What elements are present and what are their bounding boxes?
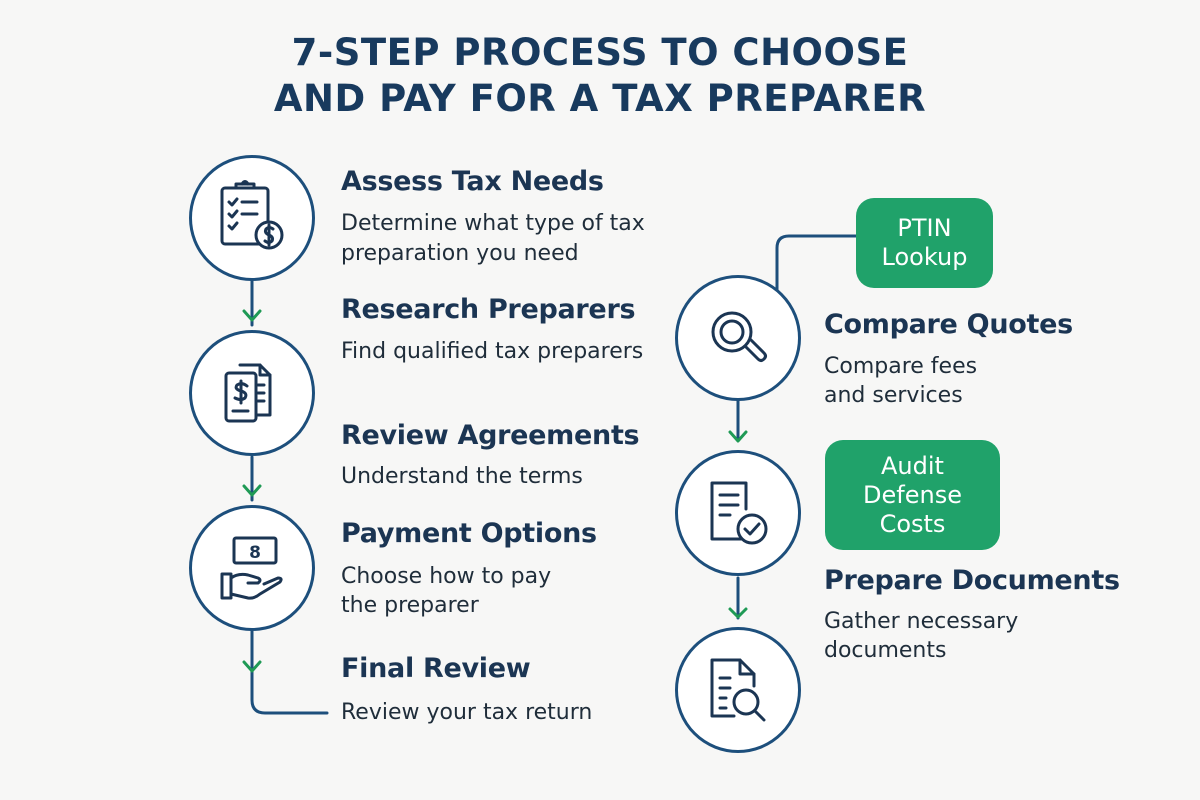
step-desc-research-preparers: Find qualified tax preparers [341,339,644,364]
title-line-1: 7-STEP PROCESS TO CHOOSE [291,31,909,74]
step-desc-assess-tax-needs-1: Determine what type of tax [341,211,645,236]
badge-ptin-line-2: Lookup [881,243,968,271]
step-desc-prepare-documents-1: Gather necessary [824,609,1019,634]
step-icon-circle-research [189,330,315,456]
step-desc-prepare-documents-2: documents [824,638,947,663]
step-title-review-agreements: Review Agreements [341,420,640,451]
title-line-2: AND PAY FOR A TAX PREPARER [273,77,927,120]
step-desc-payment-options-1: Choose how to pay [341,564,552,589]
badge-audit-line-3: Costs [879,509,946,538]
step-desc-assess-tax-needs-2: preparation you need [341,241,579,266]
step-title-compare-quotes: Compare Quotes [824,309,1073,340]
svg-text:8: 8 [249,543,261,563]
step-desc-compare-quotes-2: and services [824,383,963,408]
step-title-payment-options: Payment Options [341,518,597,549]
step-desc-compare-quotes-1: Compare fees [824,354,978,379]
step-icon-circle-document-search [675,627,801,753]
step-title-research-preparers: Research Preparers [341,294,636,325]
step-desc-payment-options-2: the preparer [341,593,479,618]
clipboard-dollar-icon [220,180,284,250]
step-icon-circle-compare [675,275,801,401]
hand-cash-icon: 8 [220,536,283,600]
badge-ptin-lookup: PTIN Lookup [856,198,993,288]
documents-dollar-icon [224,363,272,423]
badge-audit-line-1: Audit [881,451,944,480]
magnifier-icon [711,311,767,362]
document-check-icon [710,481,768,545]
step-title-final-review: Final Review [341,653,531,684]
badge-audit-line-2: Defense [863,480,962,509]
step-icon-circle-payment: 8 [189,505,315,631]
step-icon-circle-prepare [675,450,801,576]
step-title-assess-tax-needs: Assess Tax Needs [341,166,604,197]
step-desc-review-agreements: Understand the terms [341,464,583,489]
step-title-prepare-documents: Prepare Documents [824,565,1120,596]
step-desc-final-review: Review your tax return [341,700,593,725]
step-icon-circle-assess [189,155,315,281]
badge-ptin-line-1: PTIN [897,214,952,242]
document-search-icon [710,658,766,722]
badge-audit-defense-costs: Audit Defense Costs [825,440,1000,550]
page-title: 7-STEP PROCESS TO CHOOSE AND PAY FOR A T… [0,30,1200,122]
